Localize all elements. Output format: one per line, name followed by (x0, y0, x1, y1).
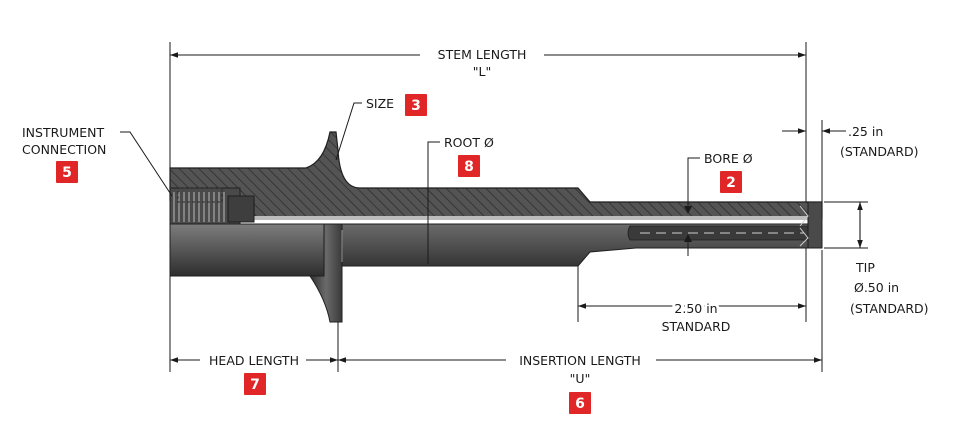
size-badge (405, 94, 427, 116)
svg-text:5: 5 (62, 165, 72, 181)
thread-region (169, 187, 255, 225)
size-callout: SIZE 3 (335, 94, 427, 161)
insertion-length-label: INSERTION LENGTH (519, 353, 641, 368)
root-dia-badge (458, 155, 480, 177)
tip-gap-dimension: .25 in (STANDARD) (782, 120, 919, 202)
head-lower (169, 223, 331, 277)
flange-lower (309, 223, 343, 323)
insertion-length-badge (569, 392, 591, 414)
bore-channel (254, 216, 809, 220)
svg-text:8: 8 (464, 159, 474, 175)
bore-dia-badge (720, 171, 742, 193)
tip-label: TIP (855, 260, 875, 275)
stem-length-symbol: "L" (473, 64, 491, 79)
stem-length-label: STEM LENGTH (438, 47, 527, 62)
size-label: SIZE (366, 96, 394, 111)
head-length-badge (244, 373, 266, 395)
taper-length-value: 2.50 in (674, 301, 717, 316)
tip-dia-dimension: TIP Ø.50 in (STANDARD) (824, 201, 929, 316)
taper-length-dimension: 2.50 in STANDARD (577, 248, 807, 334)
root-dia-callout: ROOT Ø 8 (427, 135, 494, 190)
instrument-connection-callout: INSTRUMENT CONNECTION 5 (22, 125, 173, 197)
insertion-length-dimension: INSERTION LENGTH "U" 6 (338, 250, 823, 414)
thermowell-body (169, 131, 823, 323)
svg-text:7: 7 (250, 377, 260, 393)
tip-dia-note: (STANDARD) (850, 301, 929, 316)
taper-length-note: STANDARD (662, 319, 731, 334)
head-length-dimension: HEAD LENGTH 7 (169, 276, 339, 395)
head-length-label: HEAD LENGTH (209, 353, 299, 368)
bore-dia-callout: BORE Ø 2 (684, 151, 753, 256)
tip-gap-value: .25 in (848, 124, 883, 139)
bore-dia-label: BORE Ø (704, 151, 753, 166)
tip-dia-value: Ø.50 in (854, 280, 899, 295)
svg-text:6: 6 (575, 396, 585, 412)
instrument-connection-label-2: CONNECTION (22, 142, 106, 157)
instrument-connection-label-1: INSTRUMENT (22, 125, 104, 140)
svg-text:2: 2 (726, 175, 736, 191)
svg-text:3: 3 (411, 98, 421, 114)
tip-gap-note: (STANDARD) (840, 144, 919, 159)
stem-length-dimension: STEM LENGTH "L" (169, 42, 807, 202)
instrument-connection-badge (56, 161, 78, 183)
insertion-length-symbol: "U" (570, 371, 591, 386)
root-dia-label: ROOT Ø (444, 135, 494, 150)
bore-lower (627, 225, 809, 241)
tip-cap (807, 201, 823, 249)
